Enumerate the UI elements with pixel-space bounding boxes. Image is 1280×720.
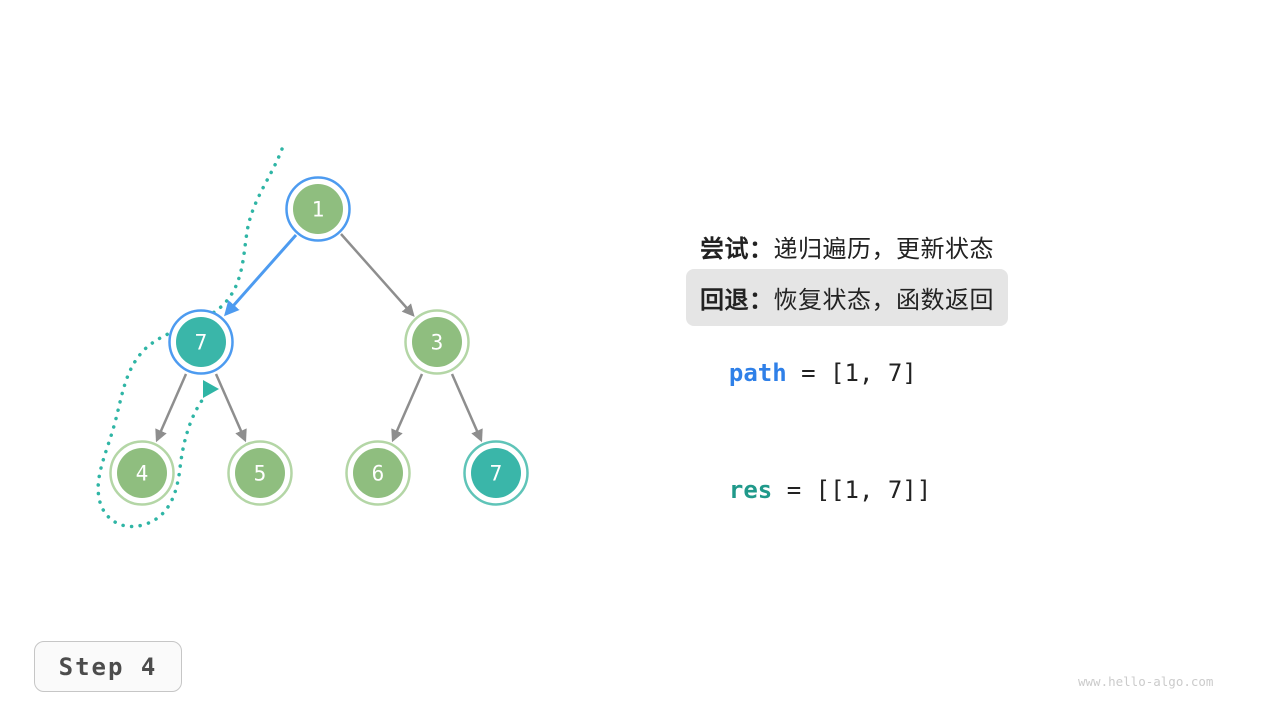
backtrack-label: 回退：	[700, 287, 774, 314]
node-label: 3	[431, 331, 444, 355]
tree-node-1: 1	[285, 176, 351, 242]
node-circle	[293, 184, 343, 234]
node-circle	[117, 448, 167, 498]
edge-3-6	[391, 373, 424, 443]
edge-3-7	[450, 373, 483, 443]
tree-node-5: 5	[227, 440, 293, 506]
direction-triangle-icon	[203, 380, 219, 398]
node-label: 4	[136, 462, 149, 486]
try-text: 递归遍历，更新状态	[773, 236, 994, 263]
path-variable-name: path	[728, 359, 787, 387]
node-label: 7	[490, 462, 503, 486]
res-variable-value: = [[1, 7]]	[772, 476, 932, 504]
node-circle	[235, 448, 285, 498]
try-annotation: 尝试：递归遍历，更新状态	[700, 229, 994, 264]
res-variable-name: res	[728, 476, 773, 504]
node-label: 7	[195, 331, 208, 355]
tree-node-7-left: 7	[168, 309, 234, 375]
res-variable-line: res = [[1, 7]]	[700, 448, 931, 504]
step-label: Step 4	[58, 652, 158, 681]
tree-node-3: 3	[404, 309, 470, 375]
path-variable-value: = [1, 7]	[786, 359, 917, 387]
edge-1-3	[340, 233, 415, 317]
node-circle	[412, 317, 462, 367]
edge-7-5	[214, 373, 247, 443]
backtrack-annotation-highlighted: 回退：恢复状态，函数返回	[686, 269, 1008, 326]
path-variable-line: path = [1, 7]	[700, 331, 917, 387]
edge-7-4	[155, 373, 188, 443]
step-badge: Step 4	[34, 641, 182, 692]
node-label: 5	[254, 462, 267, 486]
watermark: www.hello-algo.com	[1078, 674, 1214, 689]
node-label: 1	[312, 198, 325, 222]
backtrack-text: 恢复状态，函数返回	[773, 287, 994, 314]
tree-node-6: 6	[345, 440, 411, 506]
edge-1-7	[224, 234, 298, 317]
try-label: 尝试：	[700, 236, 774, 263]
node-circle	[353, 448, 403, 498]
tree-node-7-right: 7	[463, 440, 529, 506]
node-circle	[471, 448, 521, 498]
tree-node-4: 4	[109, 440, 175, 506]
node-circle	[176, 317, 226, 367]
node-label: 6	[372, 462, 385, 486]
